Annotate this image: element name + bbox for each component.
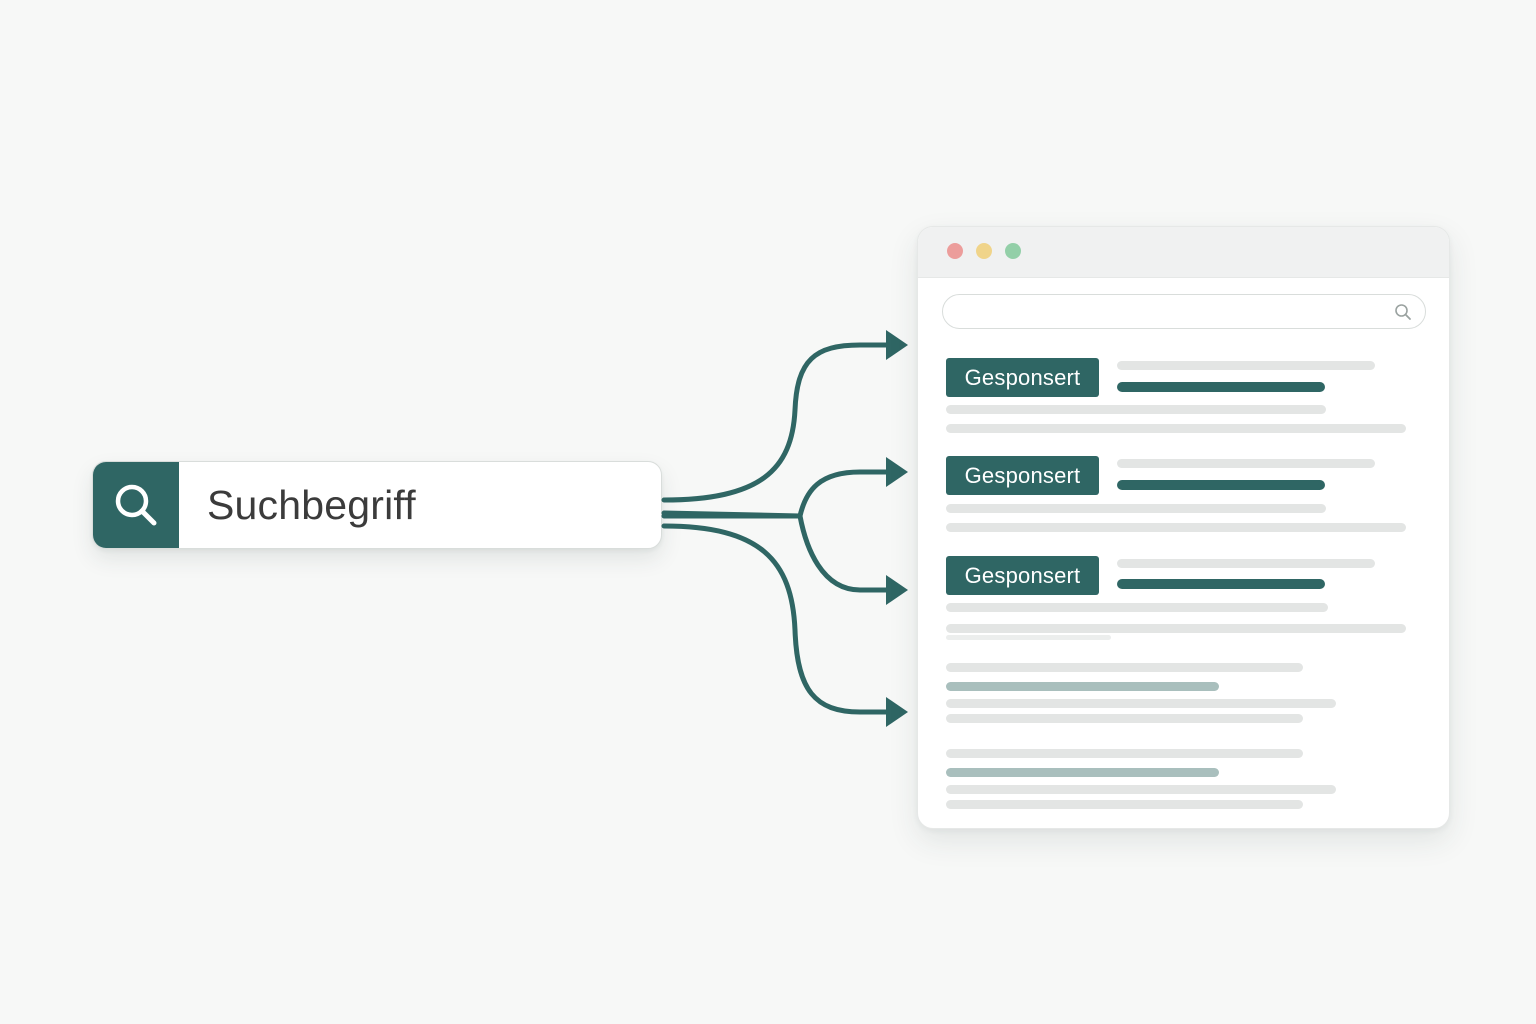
arrowhead-4: [886, 697, 908, 727]
search-term-text: Suchbegriff: [207, 481, 416, 528]
minimize-dot-icon[interactable]: [976, 243, 992, 259]
connector-arrow-2: [661, 469, 891, 519]
search-button[interactable]: [93, 462, 179, 548]
result-title-line: [1117, 459, 1375, 468]
result-text-line: [946, 405, 1326, 414]
arrowhead-1: [886, 330, 908, 360]
sponsored-badge: Gesponsert: [946, 456, 1099, 495]
result-text-line: [946, 523, 1406, 532]
close-dot-icon[interactable]: [947, 243, 963, 259]
result-link-line: [1117, 480, 1325, 490]
result-text-line: [946, 635, 1111, 640]
result-title-line: [1117, 559, 1375, 568]
arrowhead-2: [886, 457, 908, 487]
connector-arrow-4: [661, 523, 891, 715]
sponsored-badge: Gesponsert: [946, 556, 1099, 595]
result-title-line: [946, 663, 1303, 672]
search-icon: [115, 484, 157, 526]
result-text-line: [946, 714, 1303, 723]
result-text-line: [946, 699, 1336, 708]
result-link-line: [1117, 382, 1325, 392]
result-link-line: [946, 682, 1219, 691]
result-text-line: [946, 424, 1406, 433]
result-text-line: [946, 624, 1406, 633]
search-term-bar[interactable]: Suchbegriff: [92, 461, 662, 549]
search-icon[interactable]: [1393, 302, 1413, 322]
result-text-line: [946, 785, 1336, 794]
result-text-line: [946, 603, 1328, 612]
result-title-line: [946, 749, 1303, 758]
result-text-line: [946, 504, 1326, 513]
result-text-line: [946, 800, 1303, 809]
result-link-line: [946, 768, 1219, 777]
address-bar[interactable]: [942, 294, 1426, 329]
result-title-line: [1117, 361, 1375, 370]
result-link-line: [1117, 579, 1325, 589]
browser-window: Gesponsert Gesponsert Gesponsert: [917, 226, 1450, 829]
maximize-dot-icon[interactable]: [1005, 243, 1021, 259]
connector-arrow-1: [661, 342, 891, 503]
sponsored-badge: Gesponsert: [946, 358, 1099, 397]
connector-arrow-3: [661, 513, 891, 593]
arrowhead-3: [886, 575, 908, 605]
browser-titlebar: [918, 227, 1449, 278]
